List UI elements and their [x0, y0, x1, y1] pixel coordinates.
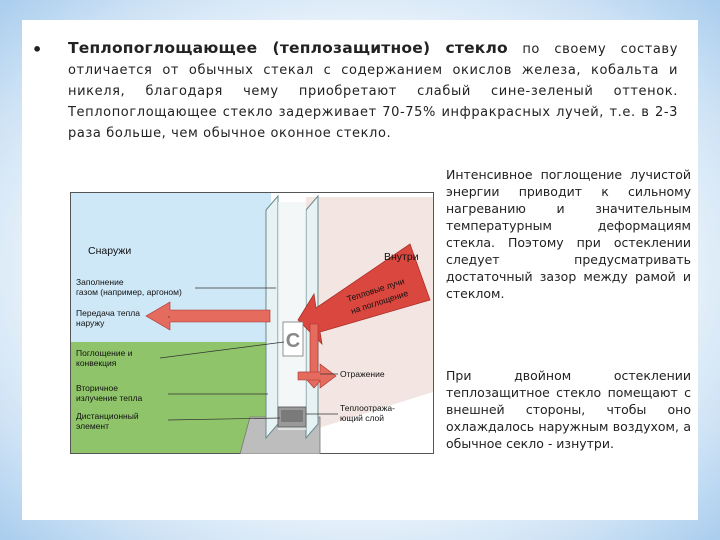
- label-absorb-2: конвекция: [76, 358, 117, 368]
- outside-ground: [71, 342, 271, 453]
- label-secondary-1: Вторичное: [76, 383, 118, 393]
- label-absorb-1: Поглощение и: [76, 348, 133, 358]
- leader-absorb: [159, 341, 285, 359]
- leader-spacer: [167, 417, 281, 421]
- label-inside: Внутри: [384, 251, 419, 263]
- spacer-desiccant: [281, 410, 303, 422]
- label-heat-out-1: Передача тепла: [76, 308, 140, 318]
- reflection-side-arrow: [297, 363, 337, 389]
- slide: • Теплопоглощающее (теплозащитное) стекл…: [22, 20, 698, 520]
- side-paragraph-double-glazing: При двойном остеклении теплозащитное сте…: [446, 368, 691, 451]
- glazing-diagram: Тепловые лучи на поглощение С Снаружи Вн…: [70, 192, 434, 455]
- intro-paragraph: Теплопоглощающее (теплозащитное) стекло …: [68, 38, 678, 144]
- label-spacer-2: элемент: [76, 421, 109, 431]
- glazing-diagram-svg: Тепловые лучи на поглощение С Снаружи Вн…: [70, 192, 434, 455]
- label-heat-out-2: наружу: [76, 318, 105, 328]
- label-gas-1: Заполнение: [76, 277, 124, 287]
- label-coat-1: Теплоотража-: [340, 403, 395, 413]
- intro-body: по своему составу отличается от обычных …: [68, 42, 678, 141]
- label-reflect: Отражение: [340, 369, 385, 379]
- label-outside: Снаружи: [88, 245, 131, 257]
- bullet-mark: •: [32, 40, 43, 59]
- convection-box: [282, 321, 304, 357]
- intro-lead: Теплопоглощающее (теплозащитное) стекло: [68, 39, 508, 57]
- label-secondary-2: излучение тепла: [76, 393, 143, 403]
- label-coat-2: ющий слой: [340, 413, 384, 423]
- label-spacer-1: Дистанционный: [76, 411, 139, 421]
- convection-symbol: С: [286, 330, 300, 352]
- heat-outward-arrow: [145, 301, 271, 331]
- label-gas-2: газом (например, аргоном): [76, 287, 182, 297]
- side-paragraph-deformation: Интенсивное поглощение лучистой энергии …: [446, 167, 691, 301]
